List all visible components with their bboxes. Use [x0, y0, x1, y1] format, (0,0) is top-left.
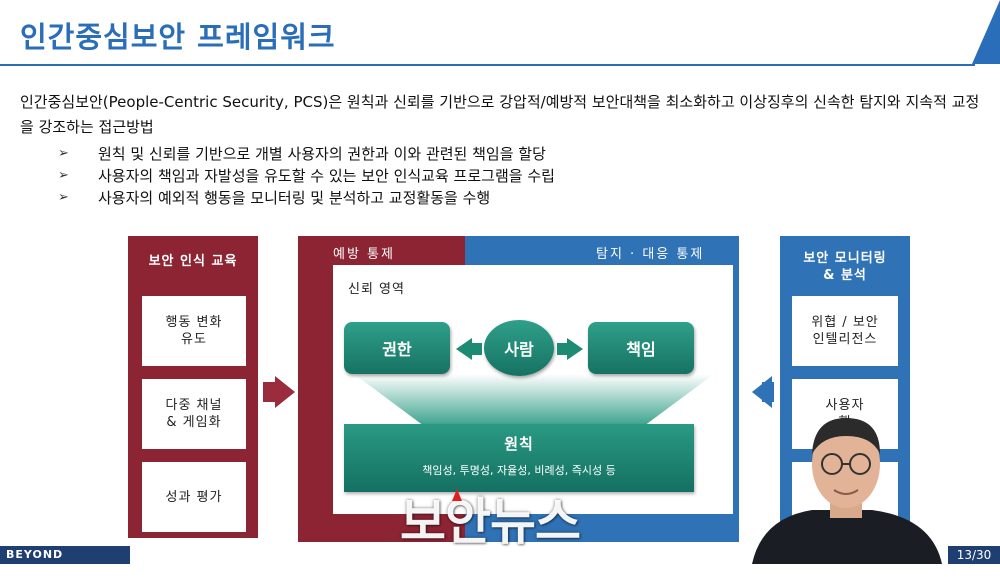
corner-decoration	[972, 0, 1000, 64]
arrow-bullet-icon: ➢	[58, 146, 69, 161]
trust-area-label: 신뢰 영역	[348, 282, 405, 297]
boannews-watermark: 보안뉴스	[400, 493, 581, 551]
bullet-item: ➢사용자의 예외적 행동을 모니터링 및 분석하고 교정활동을 수행	[58, 189, 491, 207]
intro-paragraph: 인간중심보안(People-Centric Security, PCS)은 원칙…	[20, 93, 980, 136]
responsibility-node: 책임	[588, 322, 694, 374]
funnel-shape	[354, 374, 714, 426]
principle-subtitle: 책임성, 투명성, 자율성, 비례성, 즉시성 등	[422, 464, 616, 477]
bullet-item: ➢원칙 및 신뢰를 기반으로 개별 사용자의 권한과 이와 관련된 책임을 할당	[58, 145, 546, 163]
performance-eval-box: 성과 평가	[142, 462, 246, 532]
authority-node: 권한	[344, 322, 450, 374]
left-arrow-stem	[762, 382, 774, 402]
detection-control-label: 탐지 · 대응 통제	[596, 247, 705, 262]
beyond-security-logo: BEYOND SECURITY	[0, 546, 130, 579]
awareness-training-title: 보안 인식 교육	[148, 254, 238, 269]
arrow-bullet-icon: ➢	[58, 168, 69, 183]
presenter-video	[752, 418, 942, 564]
right-arrow-icon	[567, 338, 583, 360]
left-arrow-stem	[472, 343, 482, 355]
page-number: 13/30	[948, 546, 1000, 564]
security-monitoring-title: 보안 모니터링 & 분석	[803, 251, 887, 283]
principle-box: 원칙 책임성, 투명성, 자율성, 비례성, 즉시성 등	[344, 424, 694, 492]
arrow-bullet-icon: ➢	[58, 190, 69, 205]
person-node: 사람	[484, 320, 554, 376]
slide-title: 인간중심보안 프레임워크	[20, 20, 336, 54]
left-arrow-icon	[456, 338, 472, 360]
right-arrow-icon	[275, 376, 295, 408]
watermark-accent-icon	[452, 489, 462, 501]
bullet-item: ➢사용자의 책임과 자발성을 유도할 수 있는 보안 인식교육 프로그램을 수립	[58, 167, 555, 185]
threat-intel-box: 위협 / 보안 인텔리전스	[792, 296, 898, 366]
right-arrow-stem	[263, 382, 275, 402]
awareness-training-panel: 보안 인식 교육 행동 변화 유도 다중 채널 & 게임화 성과 평가	[128, 236, 258, 538]
right-arrow-stem	[557, 343, 567, 355]
principle-title: 원칙	[504, 435, 534, 453]
bullet-list: ➢원칙 및 신뢰를 기반으로 개별 사용자의 권한과 이와 관련된 책임을 할당…	[58, 143, 555, 209]
multichannel-box: 다중 채널 & 게임화	[142, 379, 246, 449]
behavior-change-box: 행동 변화 유도	[142, 296, 246, 366]
prevention-control-label: 예방 통제	[333, 247, 395, 262]
title-divider	[0, 64, 975, 66]
